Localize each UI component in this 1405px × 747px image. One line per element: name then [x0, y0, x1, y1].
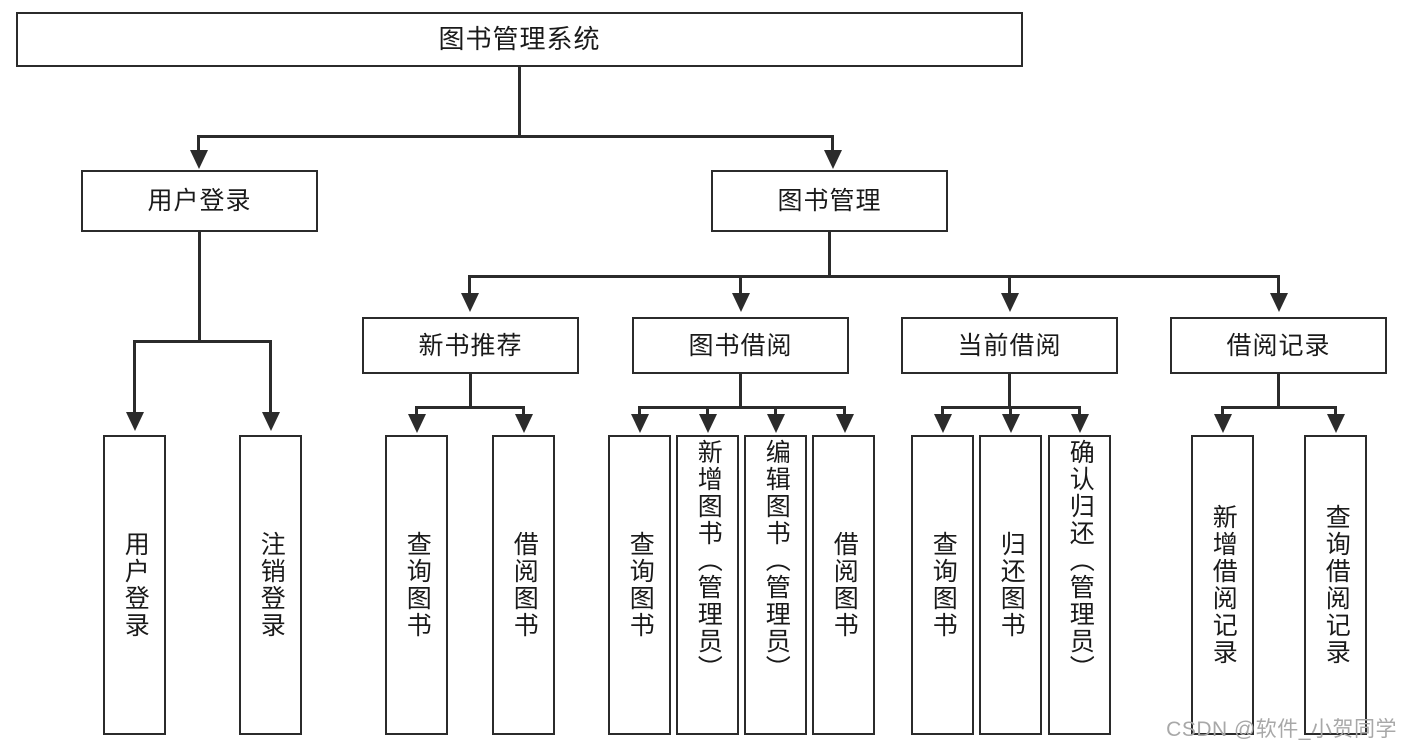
connector-leg-record-2 — [1334, 406, 1337, 420]
arrow-login-2 — [262, 412, 280, 431]
connector-leg-borrow-4 — [843, 406, 846, 420]
connector-leg-borrow-2 — [706, 406, 709, 420]
node-label: 图书借阅 — [688, 331, 793, 360]
leaf-user-login[interactable]: 用户登录 — [103, 435, 166, 735]
node-label: 用户登录 — [147, 187, 252, 215]
watermark-text: CSDN @软件_小贺同学 — [1166, 718, 1397, 741]
connector-leg-recommend-1 — [415, 406, 418, 420]
arrow-book-manage — [824, 150, 842, 169]
node-root-system[interactable]: 图书管理系统 — [16, 12, 1023, 67]
node-user-login[interactable]: 用户登录 — [81, 170, 318, 232]
connector-leg-borrow-3 — [774, 406, 777, 420]
node-label: 图书管理 — [777, 187, 882, 215]
leaf-user-logout[interactable]: 注销登录 — [239, 435, 302, 735]
leaf-record-query-record[interactable]: 查询借阅记录 — [1304, 435, 1367, 735]
leaf-borrow-query-book[interactable]: 查询图书 — [608, 435, 671, 735]
leaf-current-confirm-return[interactable]: 确认归还（管理员） — [1048, 435, 1111, 735]
connector-record-stem — [1277, 374, 1280, 408]
leaf-record-add-record[interactable]: 新增借阅记录 — [1191, 435, 1254, 735]
connector-leg-current-1 — [941, 406, 944, 420]
node-book-manage[interactable]: 图书管理 — [711, 170, 948, 232]
node-label: 查询图书 — [626, 531, 655, 639]
arrow-borrow-1 — [631, 414, 649, 433]
connector-leg-current-2 — [1009, 406, 1012, 420]
arrow-current-1 — [934, 414, 952, 433]
leaf-borrow-add-book[interactable]: 新增图书（管理员） — [676, 435, 739, 735]
leaf-current-query-book[interactable]: 查询图书 — [911, 435, 974, 735]
arrow-borrow-3 — [767, 414, 785, 433]
arrow-recommend-1 — [408, 414, 426, 433]
connector-recommend-bus — [415, 406, 525, 409]
connector-leg-l3-3 — [1008, 275, 1011, 299]
arrow-l3-2 — [732, 293, 750, 312]
connector-borrow-stem — [739, 374, 742, 408]
connector-user-login-stem — [198, 232, 201, 342]
connector-leg-l3-4 — [1277, 275, 1280, 299]
node-label: 借阅图书 — [830, 531, 859, 639]
connector-borrow-bus — [638, 406, 846, 409]
arrow-l3-4 — [1270, 293, 1288, 312]
connector-root-bus — [197, 135, 834, 138]
node-label: 用户登录 — [121, 531, 150, 639]
connector-leg-borrow-1 — [638, 406, 641, 420]
connector-record-bus — [1221, 406, 1337, 409]
node-label: 注销登录 — [257, 531, 286, 639]
connector-leg-user-login — [197, 135, 200, 160]
node-label: 图书管理系统 — [438, 23, 601, 54]
node-label: 借阅图书 — [510, 531, 539, 639]
arrow-record-2 — [1327, 414, 1345, 433]
leaf-borrow-borrow-book[interactable]: 借阅图书 — [812, 435, 875, 735]
arrow-record-1 — [1214, 414, 1232, 433]
node-label: 当前借阅 — [957, 331, 1062, 360]
arrow-l3-1 — [461, 293, 479, 312]
node-borrow-record[interactable]: 借阅记录 — [1170, 317, 1387, 374]
node-book-borrow[interactable]: 图书借阅 — [632, 317, 849, 374]
connector-leg-l3-2 — [739, 275, 742, 299]
connector-book-manage-bus — [468, 275, 1279, 278]
connector-leg-book-manage — [831, 135, 834, 160]
arrow-current-2 — [1002, 414, 1020, 433]
node-label: 新书推荐 — [418, 331, 523, 360]
node-label: 新增图书（管理员） — [694, 439, 723, 682]
node-label: 新增借阅记录 — [1209, 504, 1238, 666]
node-label: 查询借阅记录 — [1322, 504, 1351, 666]
arrow-current-3 — [1071, 414, 1089, 433]
leaf-current-return-book[interactable]: 归还图书 — [979, 435, 1042, 735]
node-label: 查询图书 — [929, 531, 958, 639]
node-label: 编辑图书（管理员） — [762, 439, 791, 682]
connector-recommend-stem — [469, 374, 472, 408]
connector-leg-recommend-2 — [522, 406, 525, 420]
arrow-login-1 — [126, 412, 144, 431]
arrow-l3-3 — [1001, 293, 1019, 312]
arrow-borrow-4 — [836, 414, 854, 433]
connector-book-manage-stem — [828, 232, 831, 277]
connector-leg-current-3 — [1078, 406, 1081, 420]
node-current-borrow[interactable]: 当前借阅 — [901, 317, 1118, 374]
node-label: 确认归还（管理员） — [1066, 439, 1095, 682]
arrow-borrow-2 — [699, 414, 717, 433]
node-label: 查询图书 — [403, 531, 432, 639]
connector-root-stem — [518, 67, 521, 137]
arrow-user-login — [190, 150, 208, 169]
leaf-recommend-query-book[interactable]: 查询图书 — [385, 435, 448, 735]
leaf-borrow-edit-book[interactable]: 编辑图书（管理员） — [744, 435, 807, 735]
node-label: 借阅记录 — [1226, 331, 1331, 360]
node-new-book-recommend[interactable]: 新书推荐 — [362, 317, 579, 374]
node-label: 归还图书 — [997, 531, 1026, 639]
leaf-recommend-borrow-book[interactable]: 借阅图书 — [492, 435, 555, 735]
connector-leg-record-1 — [1221, 406, 1224, 420]
connector-leg-l3-1 — [468, 275, 471, 299]
connector-leg-login-1 — [133, 340, 136, 418]
arrow-recommend-2 — [515, 414, 533, 433]
connector-user-login-bus — [133, 340, 272, 343]
connector-current-stem — [1008, 374, 1011, 408]
connector-leg-login-2 — [269, 340, 272, 418]
